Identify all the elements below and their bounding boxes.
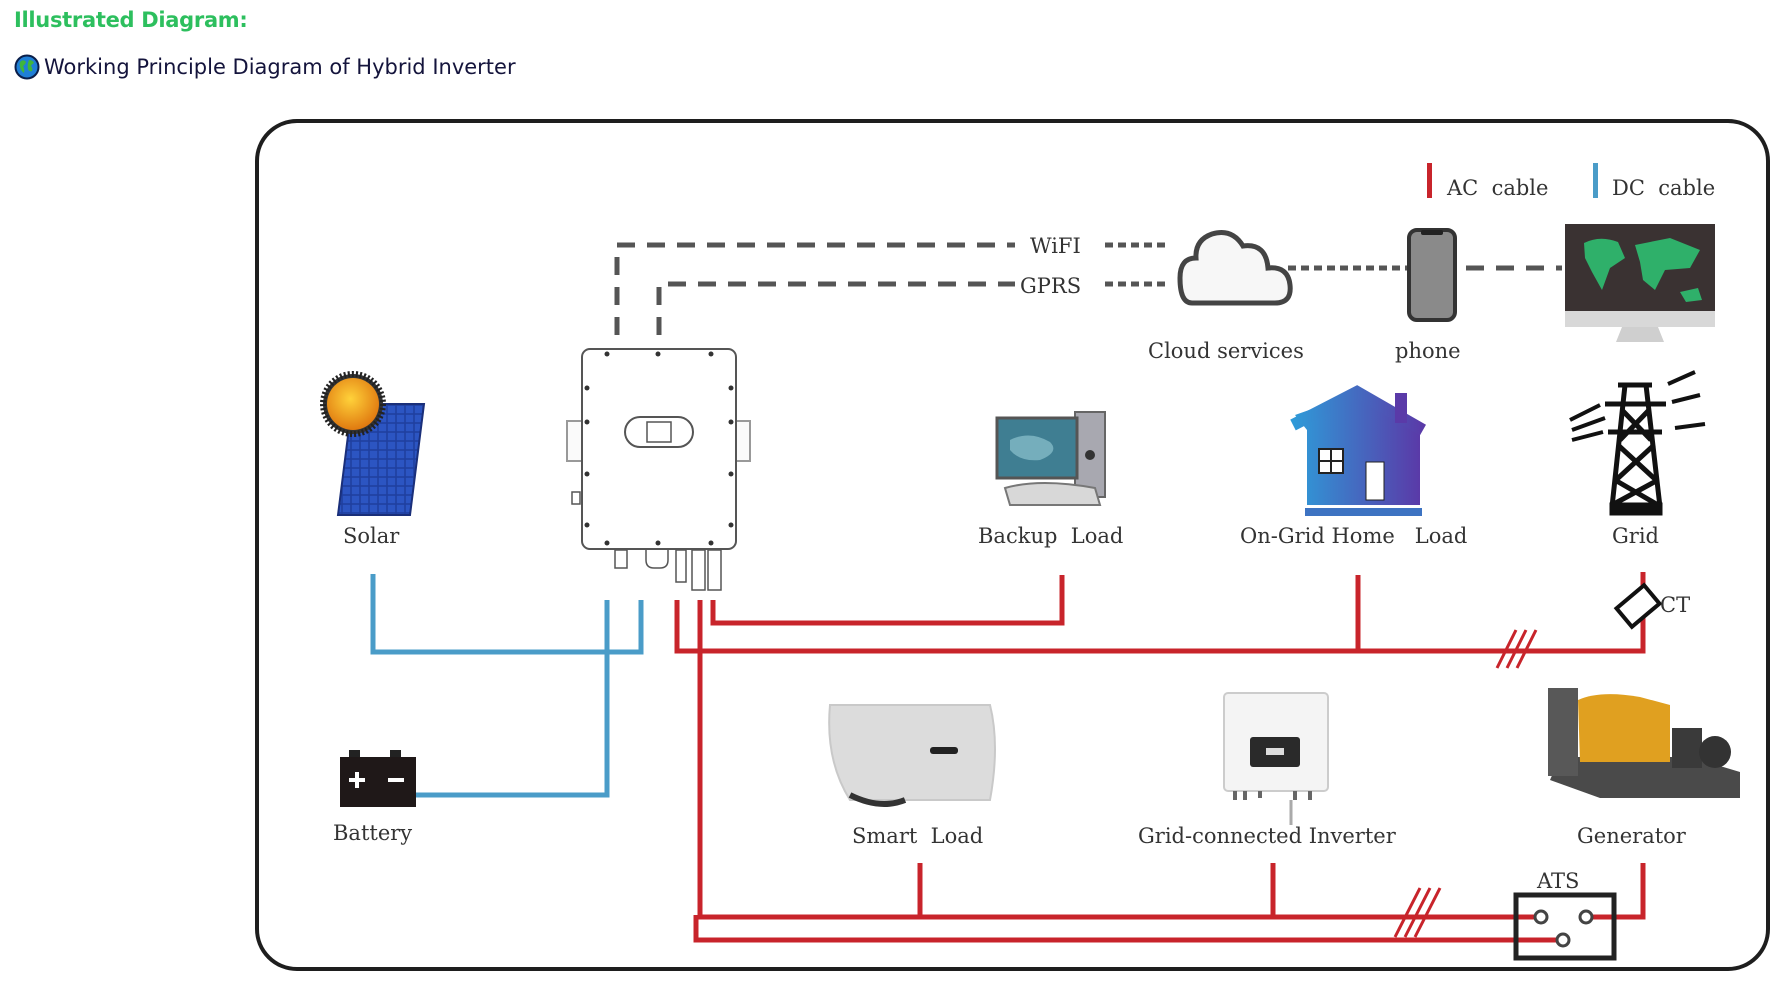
hybrid-inverter-icon	[566, 348, 751, 591]
monitor-icon	[1565, 224, 1715, 342]
three-phase-mark-bottom	[1393, 887, 1442, 938]
on-grid-home-load-label: On-Grid Home Load	[1240, 524, 1467, 548]
generator-ac-cable	[1588, 863, 1646, 920]
generator-label: Generator	[1577, 824, 1687, 848]
phone-icon	[1407, 228, 1457, 322]
inverter-screws	[584, 351, 734, 546]
legend: AC cable DC cable	[1427, 163, 1715, 200]
wifi-label: WiFI	[1030, 234, 1081, 258]
three-phase-mark-top	[1495, 629, 1538, 669]
dc-cable-label: DC cable	[1612, 176, 1715, 200]
diagram-title: Working Principle Diagram of Hybrid Inve…	[14, 54, 516, 80]
grid-connected-inverter-icon	[1223, 692, 1329, 825]
generator-icon	[1548, 688, 1740, 798]
solar-label: Solar	[343, 524, 400, 548]
gprs-label: GPRS	[1020, 274, 1081, 298]
ac-cable-label: AC cable	[1446, 176, 1548, 200]
battery-dc-cable	[415, 600, 610, 798]
diagram-frame	[255, 119, 1770, 971]
solar-dc-cable	[370, 574, 644, 655]
battery-icon	[340, 750, 416, 807]
section-heading: Illustrated Diagram:	[14, 8, 248, 32]
backup-load-label: Backup Load	[978, 524, 1123, 548]
grid-connected-inverter-label: Grid-connected Inverter	[1138, 824, 1397, 848]
communication-lines	[614, 242, 1562, 335]
ct-label: CT	[1660, 593, 1690, 617]
backup-load-ac-cable	[710, 575, 1065, 626]
smart-load-label: Smart Load	[852, 824, 983, 848]
phone-label: phone	[1395, 339, 1461, 363]
generator-bus-ac-cable	[697, 600, 1544, 920]
ats-label: ATS	[1536, 869, 1579, 893]
dc-cable-swatch	[1593, 163, 1598, 198]
gprs-dashed-line	[656, 281, 1015, 335]
dc-cables	[370, 574, 644, 798]
ats-switch-icon	[1513, 892, 1617, 961]
cloud-services-label: Cloud services	[1148, 339, 1304, 363]
on-grid-home-icon	[1290, 385, 1426, 516]
generator-return-ac-cable	[693, 915, 1565, 943]
cloud-icon	[1177, 230, 1293, 306]
ac-cable-swatch	[1427, 163, 1432, 198]
backup-load-computer-icon	[995, 411, 1106, 506]
smart-load-water-heater-icon	[828, 704, 996, 807]
ac-cables	[674, 572, 1646, 943]
battery-label: Battery	[333, 821, 412, 845]
solar-panel-icon	[320, 371, 426, 516]
wifi-dashed-line	[614, 242, 1015, 335]
diagram-title-text: Working Principle Diagram of Hybrid Inve…	[44, 55, 516, 79]
globe-icon	[14, 54, 40, 80]
grid-label: Grid	[1612, 524, 1659, 548]
ct-sensor-icon	[1613, 582, 1663, 630]
grid-tower-icon	[1569, 370, 1706, 516]
grid-ac-cable	[674, 572, 1646, 654]
